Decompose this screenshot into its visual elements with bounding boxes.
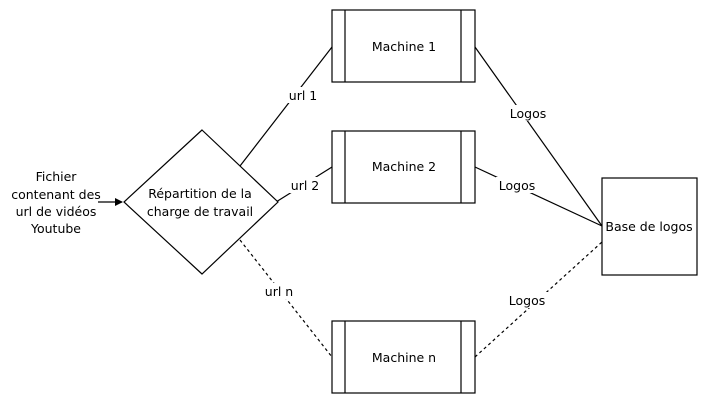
input-file-label: Fichier contenant des url de vidéos Yout…	[11, 169, 101, 236]
machine-1-box	[331, 9, 476, 83]
input-line-1: Fichier	[36, 169, 78, 184]
input-line-3: url de vidéos	[16, 204, 97, 219]
edge-label-logos-2-bg	[496, 177, 538, 193]
edge-label-url-n-text: url n	[265, 284, 293, 299]
machine-n-box	[331, 320, 476, 394]
edge-machine-1-database	[474, 46, 603, 227]
database-label: Base de logos	[605, 219, 692, 234]
input-line-4: Youtube	[30, 221, 81, 236]
edge-label-logos-2-text: Logos	[499, 178, 536, 193]
dispatcher-line-1: Répartition de la	[148, 186, 252, 201]
edge-label-url-1: url 1	[287, 87, 319, 103]
edge-label-logos-1: Logos	[507, 105, 549, 121]
edge-label-logos-n-bg	[506, 292, 548, 308]
edge-label-url-2: url 2	[289, 177, 321, 193]
edge-label-url-n: url n	[262, 283, 296, 299]
edge-label-url-2-text: url 2	[291, 178, 319, 193]
edge-label-logos-2: Logos	[496, 177, 538, 193]
machine-1-label: Machine 1	[372, 39, 436, 54]
database-node: Base de logos	[601, 177, 698, 276]
machine-2-label: Machine 2	[372, 159, 436, 174]
edge-label-url-2-bg	[289, 177, 321, 193]
edge-dispatcher-machine-1	[239, 46, 333, 167]
edge-label-url-1-bg	[287, 87, 319, 103]
input-line-2: contenant des	[11, 187, 101, 202]
edge-label-logos-1-text: Logos	[510, 106, 547, 121]
edge-label-url-n-bg	[262, 283, 296, 299]
machine-n-label: Machine n	[372, 350, 436, 365]
machine-2-box	[331, 130, 476, 204]
dispatcher-diamond	[123, 129, 279, 275]
machine-n-node: Machine n	[331, 320, 476, 394]
edge-machine-2-database	[474, 166, 603, 227]
edge-label-logos-n: Logos	[506, 292, 548, 308]
machine-2-node: Machine 2	[331, 130, 476, 204]
edge-label-logos-n-text: Logos	[509, 293, 546, 308]
machine-1-node: Machine 1	[331, 9, 476, 83]
edge-label-url-1-text: url 1	[289, 88, 317, 103]
database-box	[601, 177, 698, 276]
dispatcher-line-2: charge de travail	[147, 204, 253, 219]
dispatcher-node: Répartition de la charge de travail	[123, 129, 279, 275]
edge-label-logos-1-bg	[507, 105, 549, 121]
